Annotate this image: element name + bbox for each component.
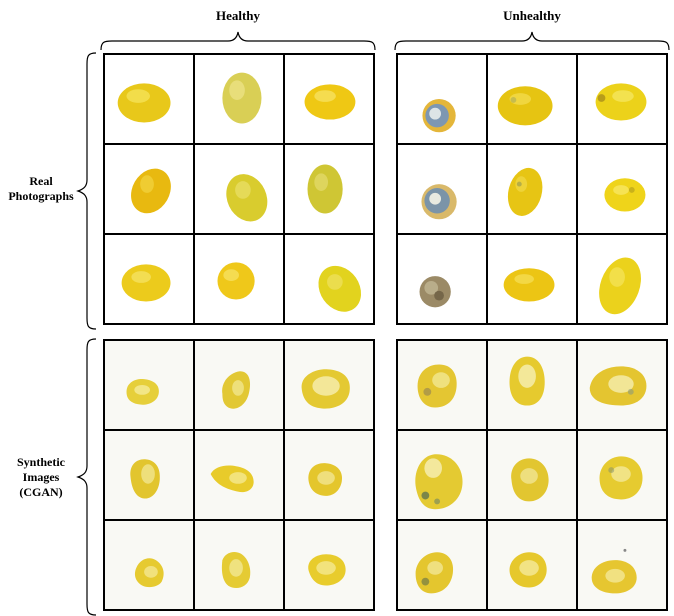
lemon-image xyxy=(511,458,549,502)
lemon-image xyxy=(134,558,164,588)
lemon-image xyxy=(509,356,545,406)
image-cell xyxy=(104,234,194,324)
lemon-image xyxy=(415,454,463,510)
image-cell xyxy=(397,340,487,430)
grid-real-unhealthy xyxy=(396,53,668,325)
lemon-image xyxy=(130,459,160,499)
lemon-image xyxy=(121,264,171,302)
image-cell xyxy=(194,520,284,610)
lemon-image xyxy=(422,99,456,133)
image-cell xyxy=(397,520,487,610)
lemon-image xyxy=(497,86,553,126)
lemon-image xyxy=(503,268,555,302)
lemon-image xyxy=(307,164,343,214)
image-cell xyxy=(577,430,667,520)
synthetic-brace xyxy=(76,338,97,616)
grid-real-healthy xyxy=(103,53,375,325)
lemon-image xyxy=(604,178,646,212)
image-cell xyxy=(397,234,487,324)
lemon-image xyxy=(318,265,362,312)
lemon-image xyxy=(417,364,457,408)
real-brace xyxy=(76,52,97,330)
row-title-synthetic-line2: Images xyxy=(22,470,60,484)
lemon-image xyxy=(509,552,547,588)
grid-synthetic-healthy xyxy=(103,339,375,611)
image-cell xyxy=(104,340,194,430)
unhealthy-brace xyxy=(394,31,670,51)
image-cell xyxy=(397,54,487,144)
image-cell xyxy=(104,430,194,520)
image-cell xyxy=(487,340,577,430)
image-cell xyxy=(284,234,374,324)
image-cell xyxy=(284,144,374,234)
lemon-image xyxy=(415,552,454,594)
image-cell xyxy=(577,144,667,234)
healthy-brace xyxy=(100,31,376,51)
lemon-image xyxy=(308,554,346,586)
lemon-image xyxy=(589,366,647,406)
image-cell xyxy=(397,430,487,520)
image-cell xyxy=(487,430,577,520)
image-cell xyxy=(194,430,284,520)
lemon-image xyxy=(117,83,171,123)
image-cell xyxy=(577,234,667,324)
row-title-synthetic-line3: (CGAN) xyxy=(19,485,63,499)
image-cell xyxy=(577,520,667,610)
image-cell xyxy=(284,54,374,144)
lemon-image xyxy=(126,378,159,405)
column-title-healthy: Healthy xyxy=(215,8,261,23)
image-cell xyxy=(397,144,487,234)
image-cell xyxy=(487,520,577,610)
image-cell xyxy=(284,340,374,430)
lemon-image xyxy=(507,167,543,216)
lemon-image xyxy=(591,548,637,594)
lemon-image xyxy=(301,369,350,409)
row-title-synthetic-line1: Synthetic xyxy=(17,455,65,469)
row-title-synthetic: Synthetic Images (CGAN) xyxy=(0,455,82,500)
row-title-real-line2: Photographs xyxy=(8,189,74,203)
grid-synthetic-unhealthy xyxy=(396,339,668,611)
image-cell xyxy=(104,54,194,144)
lemon-image xyxy=(222,371,251,409)
lemon-image xyxy=(599,456,643,500)
lemon-image xyxy=(221,551,251,588)
lemon-image xyxy=(304,84,356,120)
lemon-image xyxy=(595,83,647,121)
image-cell xyxy=(284,520,374,610)
image-cell xyxy=(577,54,667,144)
image-cell xyxy=(284,430,374,520)
image-cell xyxy=(194,234,284,324)
image-cell xyxy=(487,54,577,144)
lemon-image xyxy=(131,168,171,214)
image-cell xyxy=(104,520,194,610)
lemon-image xyxy=(308,463,343,496)
column-title-unhealthy: Unhealthy xyxy=(503,8,561,23)
lemon-image xyxy=(421,184,457,220)
image-cell xyxy=(104,144,194,234)
row-title-real-line1: Real xyxy=(29,174,53,188)
lemon-image xyxy=(599,257,641,315)
image-cell xyxy=(194,54,284,144)
row-title-real: Real Photographs xyxy=(0,174,82,204)
lemon-image xyxy=(217,262,255,300)
image-cell xyxy=(194,340,284,430)
lemon-image xyxy=(222,72,262,124)
lemon-image xyxy=(226,174,268,222)
image-cell xyxy=(577,340,667,430)
image-cell xyxy=(487,144,577,234)
lemon-image xyxy=(210,465,254,493)
image-cell xyxy=(194,144,284,234)
lemon-image xyxy=(419,276,451,308)
image-cell xyxy=(487,234,577,324)
